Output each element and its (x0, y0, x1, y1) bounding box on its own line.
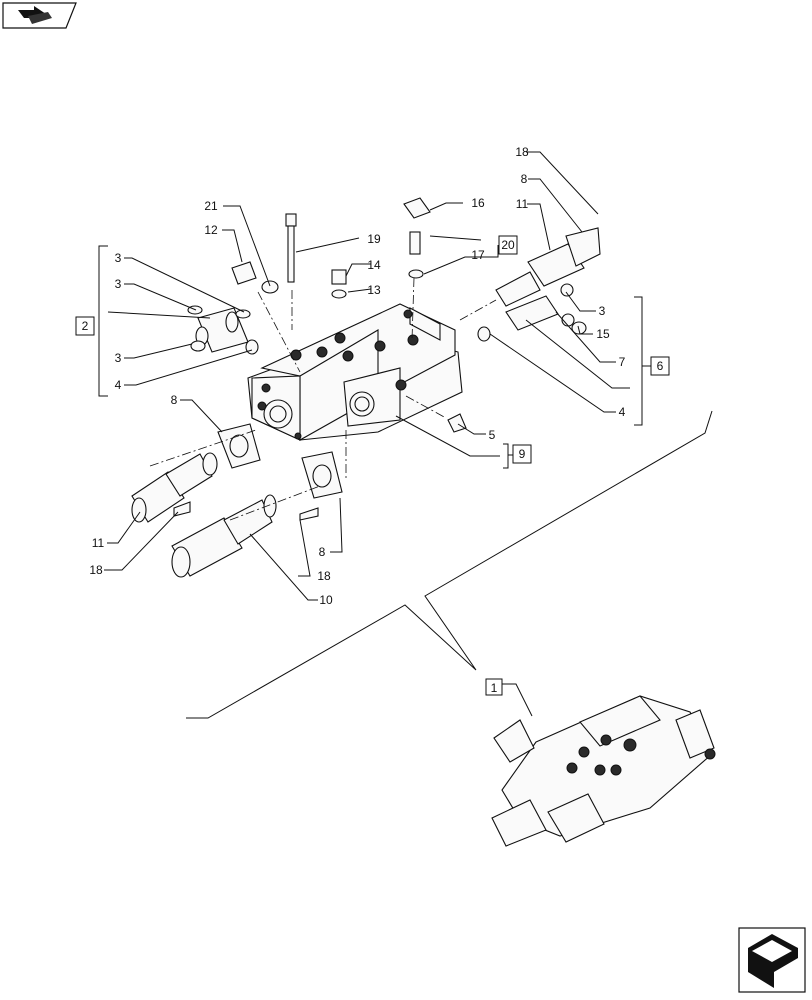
book-arrow-icon[interactable] (2, 2, 77, 29)
callout-4-right: 4 (619, 405, 626, 419)
bracket-group-6: 6 (634, 296, 670, 426)
callout-5: 5 (489, 428, 496, 442)
flange-plate-8-left (217, 423, 261, 469)
solenoid-cartridge-11-right (495, 227, 601, 307)
solenoid-cartridge-11-left (131, 452, 218, 523)
assembly-callout-line (186, 410, 713, 719)
callout-8-left: 8 (171, 393, 178, 407)
sensor-16-17 (403, 197, 431, 279)
callout-4-left: 4 (115, 378, 122, 392)
callout-8-top: 8 (521, 172, 528, 186)
callout-8-center: 8 (319, 545, 326, 559)
bracket-group-20: 20 (498, 235, 518, 255)
bolt-19 (285, 213, 297, 283)
callout-18-left: 18 (89, 563, 103, 577)
callout-box-6: 6 (657, 359, 664, 373)
callout-11-top: 11 (516, 197, 529, 211)
callout-box-2: 2 (82, 319, 89, 333)
callout-16: 16 (471, 196, 485, 210)
bracket-group-2: 2 (75, 245, 108, 397)
callout-3-c: 3 (115, 351, 122, 365)
callout-15: 15 (596, 327, 610, 341)
plug-12 (231, 261, 279, 294)
callout-18-top: 18 (515, 145, 529, 159)
screw-18-center (299, 507, 319, 521)
assembly-detail-1 (491, 695, 716, 847)
valve-body (247, 303, 463, 441)
callout-11-left: 11 (92, 536, 105, 550)
callout-box-20: 20 (501, 238, 515, 252)
callout-10: 10 (319, 593, 333, 607)
leader-lines (104, 151, 630, 601)
callout-14: 14 (367, 258, 381, 272)
next-page-arrow-icon[interactable] (738, 927, 806, 993)
tee-fitting-2 (187, 305, 259, 355)
flange-plate-8-center (301, 451, 343, 499)
assembly-centerlines (149, 277, 497, 521)
callout-3-right: 3 (599, 304, 606, 318)
callout-12: 12 (204, 223, 218, 237)
callout-3-a: 3 (115, 251, 122, 265)
callout-numbers: 18 8 11 16 17 21 12 19 14 13 3 3 3 4 8 1… (89, 145, 625, 607)
plug-14-13 (331, 269, 347, 299)
bracket-group-9: 9 (503, 443, 532, 469)
callout-19: 19 (367, 232, 381, 246)
callout-line-1 (502, 683, 533, 717)
callout-18-center: 18 (317, 569, 331, 583)
callout-3-b: 3 (115, 277, 122, 291)
callout-17: 17 (471, 248, 485, 262)
bracket-group-1: 1 (485, 678, 503, 696)
solenoid-cartridge-10 (171, 494, 277, 578)
callout-7: 7 (619, 355, 626, 369)
callout-13: 13 (367, 283, 381, 297)
callout-box-1: 1 (491, 681, 498, 695)
callout-box-9: 9 (519, 447, 526, 461)
check-valve-5 (447, 413, 467, 433)
callout-21: 21 (204, 199, 218, 213)
